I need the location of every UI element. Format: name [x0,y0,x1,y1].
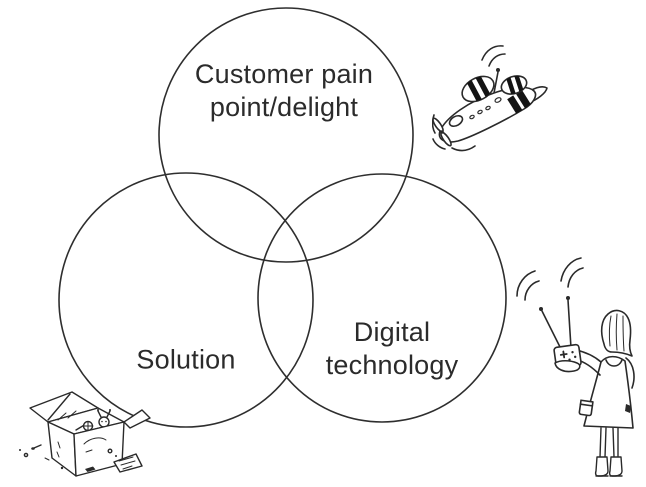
instruction-sheet [113,453,143,473]
label-line: Digital [353,317,431,347]
box-contents [75,409,111,432]
label-digital-technology: Digital technology [326,316,459,382]
girl-dress [578,355,635,429]
label-line: technology [325,350,459,380]
venn-circle-customer-pain [158,7,414,263]
plane-antenna [493,68,500,94]
label-line: Customer pain [194,59,374,89]
toy-airplane-illustration [432,45,548,152]
venn-circle-digital-technology [257,173,507,423]
radio-waves-icon [481,45,506,67]
plane-left-wing [461,73,495,104]
scattered-parts [19,444,117,472]
plane-right-wing [500,72,528,98]
plane-windows [469,97,502,120]
open-box-illustration [19,391,151,477]
girl-hair [600,309,633,357]
plane-tail-stripes [507,90,532,115]
girl-hand [554,359,581,373]
signal-waves-icon [516,257,584,301]
plane-cockpit [448,114,464,128]
venn-circle-solution [58,172,314,428]
plane-propeller [432,114,476,152]
girl-legs-boots [594,427,623,477]
label-customer-pain: Customer pain point/delight [195,58,373,124]
dress-pocket [578,399,594,417]
label-line: point/delight [209,92,359,122]
label-solution: Solution [136,344,235,377]
remote-control [553,343,582,373]
box-flaps [29,391,151,429]
transmitter-antennas [539,296,572,350]
label-line: Solution [136,344,236,375]
girl-with-remote-illustration [516,257,635,477]
